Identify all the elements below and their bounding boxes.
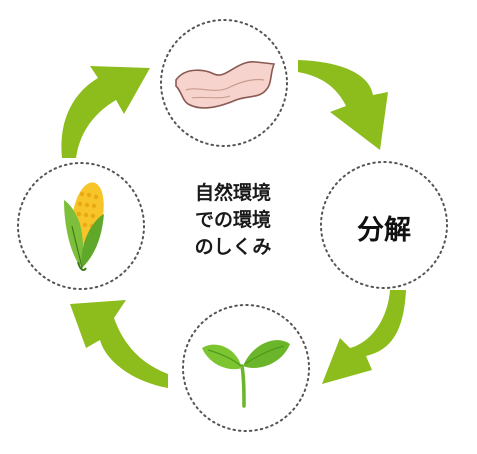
cloth-icon — [175, 61, 276, 109]
arrow-left-to-top — [61, 66, 151, 158]
center-title: 自然環境 での環境 のしくみ — [168, 180, 298, 261]
arrow-right-to-bottom — [322, 290, 406, 384]
corn-icon — [64, 182, 104, 271]
node-circle-bottom — [182, 304, 310, 432]
center-title-line-1: 自然環境 — [194, 182, 271, 204]
sprout-icon — [202, 340, 290, 408]
node-circle-right — [320, 161, 448, 289]
center-title-line-2: での環境 — [194, 209, 271, 231]
arrow-top-to-right — [298, 60, 388, 150]
node-label-decomposition: 分解 — [357, 215, 411, 246]
center-title-line-3: のしくみ — [194, 236, 272, 258]
arrow-bottom-to-left — [70, 300, 168, 388]
